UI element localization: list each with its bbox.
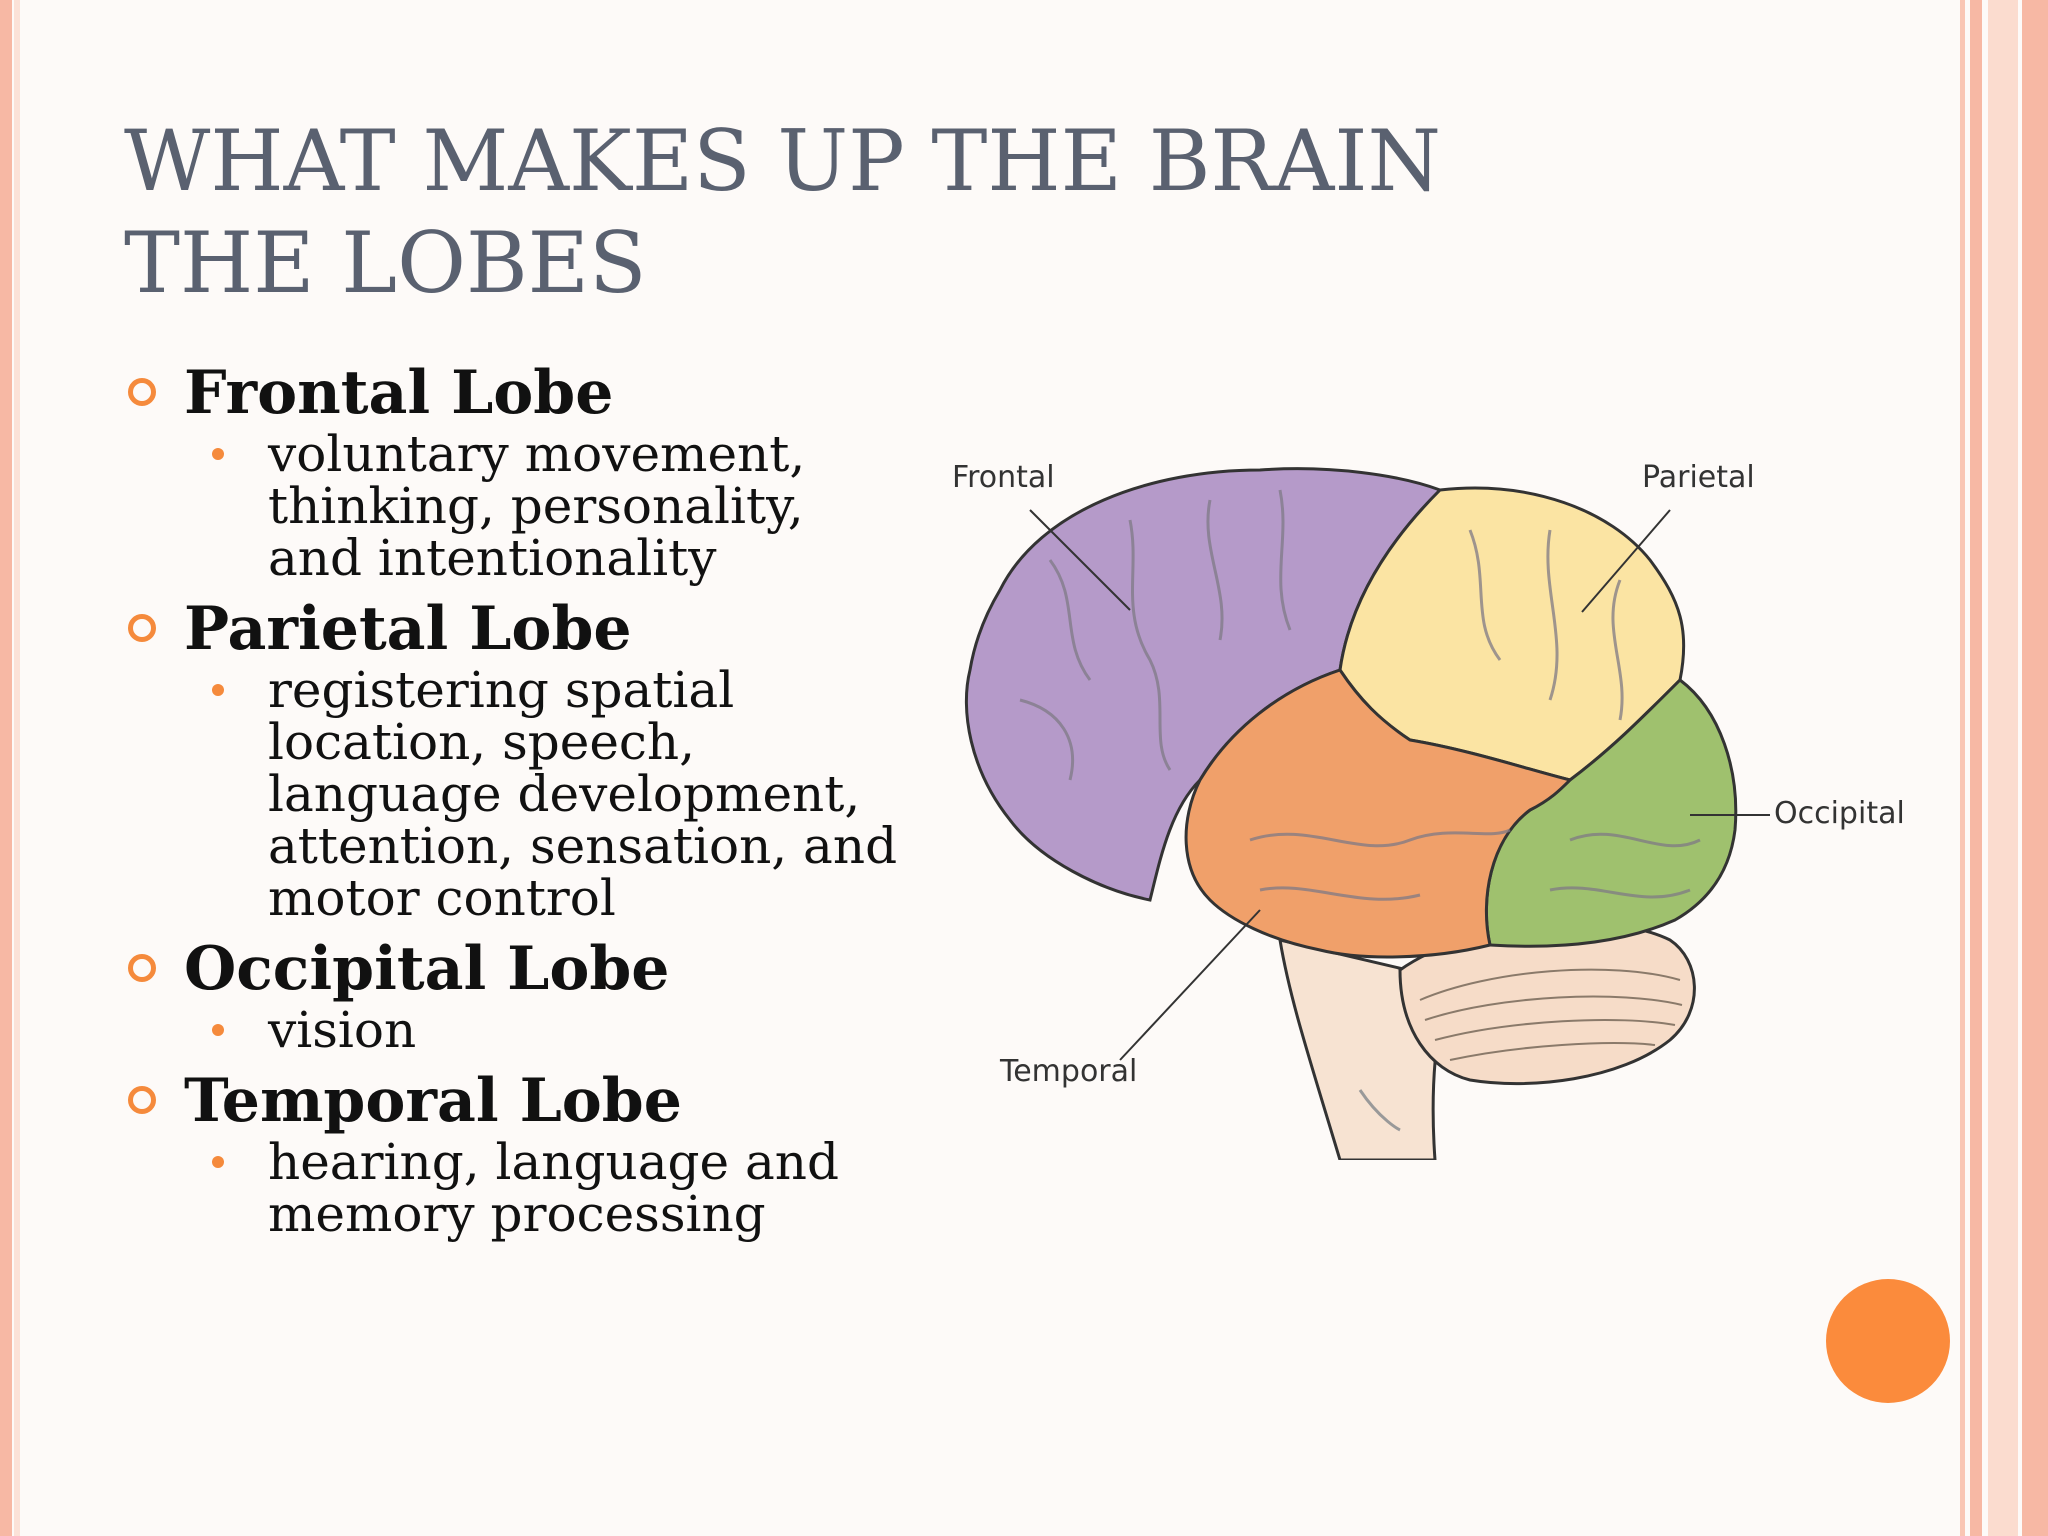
lobe-description: hearing, language and memory processing <box>268 1133 840 1243</box>
slide-title: WHAT MAKES UP THE BRAIN THE LOBES <box>124 110 1524 314</box>
title-line-2: THE LOBES <box>124 214 647 312</box>
lobe-description: registering spatial location, speech, la… <box>268 661 898 927</box>
frontal-label: Frontal <box>952 460 1055 495</box>
brain-diagram: Frontal Parietal Occipital Temporal <box>930 440 1920 1162</box>
lobe-description: vision <box>268 1001 417 1059</box>
temporal-leader-line <box>1119 909 1261 1061</box>
lobe-name: Parietal Lobe <box>184 594 632 664</box>
lobe-item-occipital: Occipital Lobe vision <box>124 934 924 1056</box>
left-border-stripe <box>0 0 12 1536</box>
frontal-leader-line <box>1029 509 1131 611</box>
ring-bullet-icon <box>128 954 156 982</box>
decorative-accent-circle <box>1826 1279 1950 1403</box>
temporal-label: Temporal <box>1000 1054 1138 1089</box>
ring-bullet-icon <box>128 1086 156 1114</box>
lobe-description: voluntary movement, thinking, personalit… <box>268 425 806 587</box>
right-border-stripe-2 <box>1970 0 1982 1536</box>
parietal-label: Parietal <box>1642 460 1755 495</box>
lobe-name: Occipital Lobe <box>184 934 670 1004</box>
dot-bullet-icon <box>212 1156 224 1168</box>
brain-illustration <box>964 467 1770 1162</box>
ring-bullet-icon <box>128 378 156 406</box>
dot-bullet-icon <box>212 448 224 460</box>
ring-bullet-icon <box>128 614 156 642</box>
dot-bullet-icon <box>212 684 224 696</box>
lobe-item-parietal: Parietal Lobe registering spatial locati… <box>124 594 924 924</box>
left-border-inner-stripe <box>14 0 20 1536</box>
parietal-leader-line <box>1581 509 1671 613</box>
occipital-label: Occipital <box>1774 796 1905 831</box>
right-border-stripe-3 <box>1988 0 2018 1536</box>
lobe-list: Frontal Lobe voluntary movement, thinkin… <box>124 358 924 1240</box>
lobe-name: Frontal Lobe <box>184 358 614 428</box>
lobe-item-frontal: Frontal Lobe voluntary movement, thinkin… <box>124 358 924 584</box>
right-border-stripe-4 <box>2022 0 2048 1536</box>
title-line-1: WHAT MAKES UP THE BRAIN <box>124 112 1442 210</box>
dot-bullet-icon <box>212 1024 224 1036</box>
lobe-name: Temporal Lobe <box>184 1066 682 1136</box>
right-border-stripe-1 <box>1960 0 1965 1536</box>
lobe-item-temporal: Temporal Lobe hearing, language and memo… <box>124 1066 924 1240</box>
temporal-lobe-shape <box>1184 668 1573 959</box>
